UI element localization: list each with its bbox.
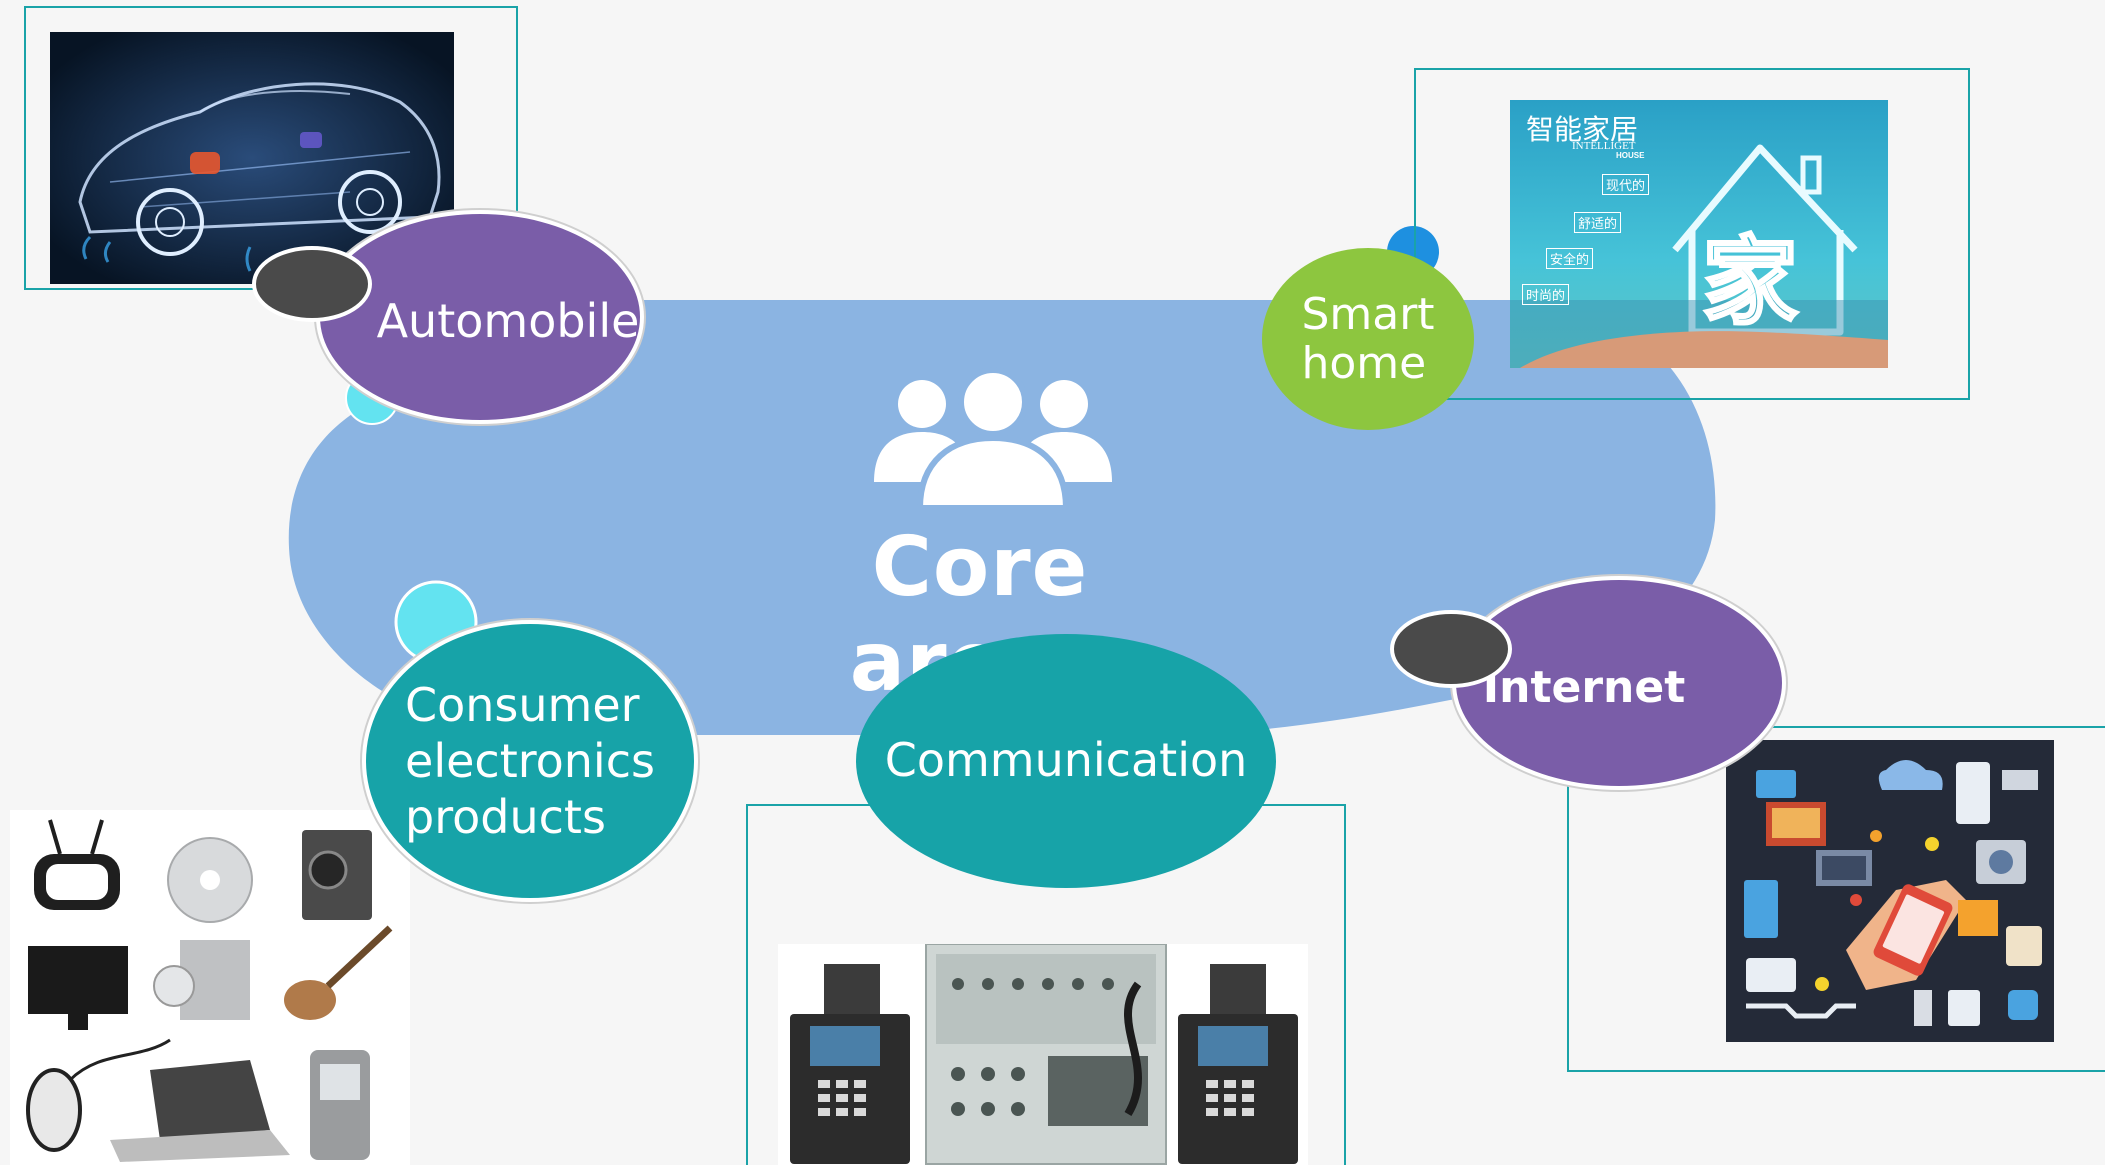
tv-icon bbox=[34, 819, 120, 910]
mouse-icon bbox=[26, 1038, 171, 1152]
smart-home-node[interactable]: Smart home bbox=[1262, 248, 1474, 430]
smart-home-label-line2: home bbox=[1301, 338, 1427, 389]
consumer-electronics-icon bbox=[26, 819, 393, 1162]
automobile-connector-dot bbox=[252, 246, 372, 322]
disc-drive-icon bbox=[153, 940, 250, 1020]
automobile-image bbox=[50, 32, 454, 284]
smart-home-tag-3: 安全的 bbox=[1546, 248, 1594, 269]
cd-icon bbox=[167, 837, 253, 923]
internet-image bbox=[1726, 740, 2054, 1042]
guitar-icon bbox=[284, 925, 393, 1020]
phone-icon bbox=[310, 1050, 370, 1160]
people-group-icon bbox=[870, 362, 1116, 511]
consumer-label-line2: electronics bbox=[405, 733, 655, 788]
smart-home-image-subtitle-2: HOUSE bbox=[1616, 151, 1645, 160]
internet-frame bbox=[1567, 726, 2105, 1072]
monitor-icon bbox=[28, 946, 128, 1030]
iot-devices-icon bbox=[1744, 760, 2042, 1026]
smart-home-icon bbox=[1510, 144, 1888, 368]
smart-home-tag-2: 舒适的 bbox=[1574, 212, 1622, 233]
automobile-node[interactable]: Automobile bbox=[316, 210, 644, 424]
internet-node[interactable]: Internet bbox=[1452, 576, 1786, 790]
internet-label: Internet bbox=[1482, 662, 1686, 714]
communication-image bbox=[778, 944, 1308, 1165]
communication-equipment-icon bbox=[790, 944, 1298, 1165]
smart-home-image-title: 智能家居 bbox=[1526, 113, 1639, 146]
smart-home-label-line1: Smart bbox=[1301, 288, 1435, 340]
smart-home-label: Smart home bbox=[1301, 290, 1434, 389]
consumer-label-line1: Consumer bbox=[405, 677, 640, 732]
smart-home-frame bbox=[1414, 68, 1970, 400]
smart-home-image-subtitle-1: INTELLIGET bbox=[1572, 140, 1636, 152]
smart-home-tag-4: 时尚的 bbox=[1522, 284, 1570, 305]
consumer-electronics-label: Consumer electronics products bbox=[405, 677, 655, 845]
smart-home-image: 智能家居 INTELLIGET HOUSE 现代的 舒适的 安全的 时尚的 家 bbox=[1510, 100, 1888, 368]
speaker-icon bbox=[302, 830, 372, 920]
communication-label: Communication bbox=[884, 733, 1248, 788]
consumer-electronics-image bbox=[10, 810, 410, 1165]
laptop-icon bbox=[110, 1060, 290, 1162]
smart-home-tag-1: 现代的 bbox=[1602, 174, 1650, 195]
smart-home-image-char: 家 bbox=[1701, 225, 1800, 340]
automobile-label: Automobile bbox=[376, 294, 640, 349]
communication-node[interactable]: Communication bbox=[856, 634, 1276, 888]
consumer-label-line3: products bbox=[405, 790, 606, 845]
internet-connector-dot bbox=[1390, 610, 1512, 688]
consumer-electronics-node[interactable]: Consumer electronics products bbox=[362, 620, 698, 902]
